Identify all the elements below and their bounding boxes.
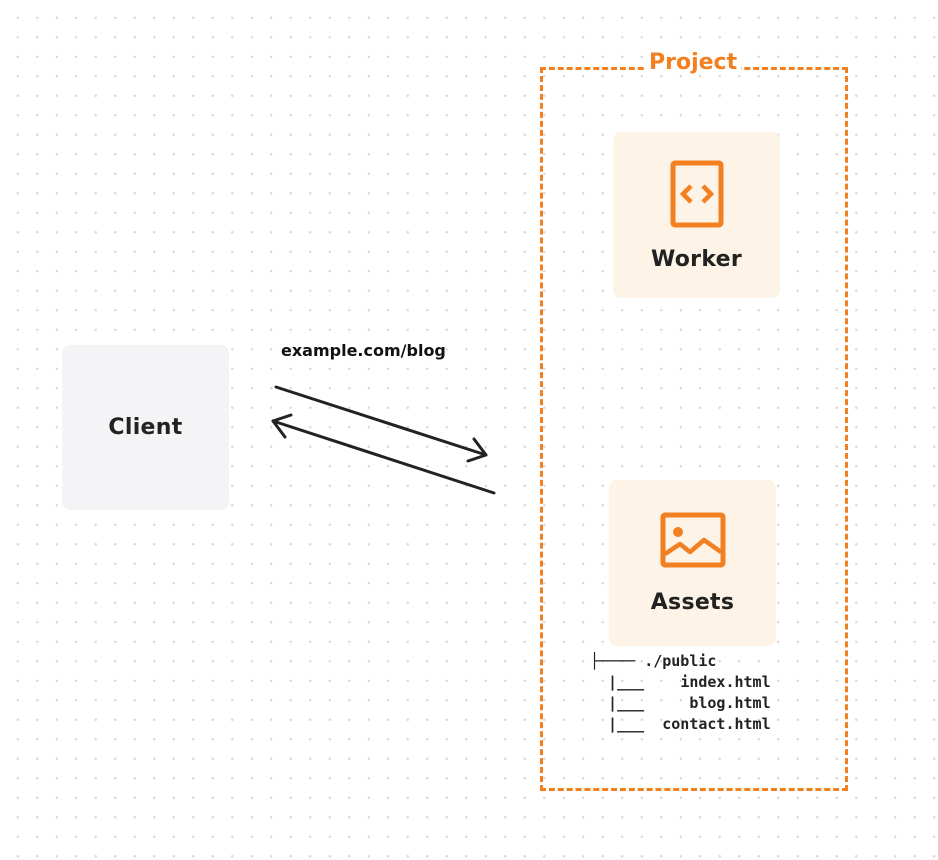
request-url: example.com/blog [281, 341, 446, 360]
assets-file-tree: ├──── ./public |___ index.html |___ blog… [590, 651, 771, 735]
response-arrow [271, 419, 496, 495]
code-file-icon [670, 160, 723, 227]
worker-label: Worker [650, 246, 743, 272]
assets-node: Assets [609, 480, 776, 646]
worker-node: Worker [613, 132, 780, 298]
project-title: Project [645, 50, 742, 75]
request-arrow [274, 385, 488, 457]
response-arrowhead [271, 413, 293, 439]
client-label: Client [108, 415, 183, 440]
tree-file: |___ index.html [590, 673, 771, 691]
tree-root: ├──── ./public [590, 652, 717, 670]
tree-file: |___ contact.html [590, 715, 771, 733]
assets-label: Assets [650, 589, 735, 615]
image-icon [660, 512, 725, 567]
tree-file: |___ blog.html [590, 694, 771, 712]
request-arrowhead [466, 437, 488, 463]
client-node: Client [62, 345, 229, 510]
